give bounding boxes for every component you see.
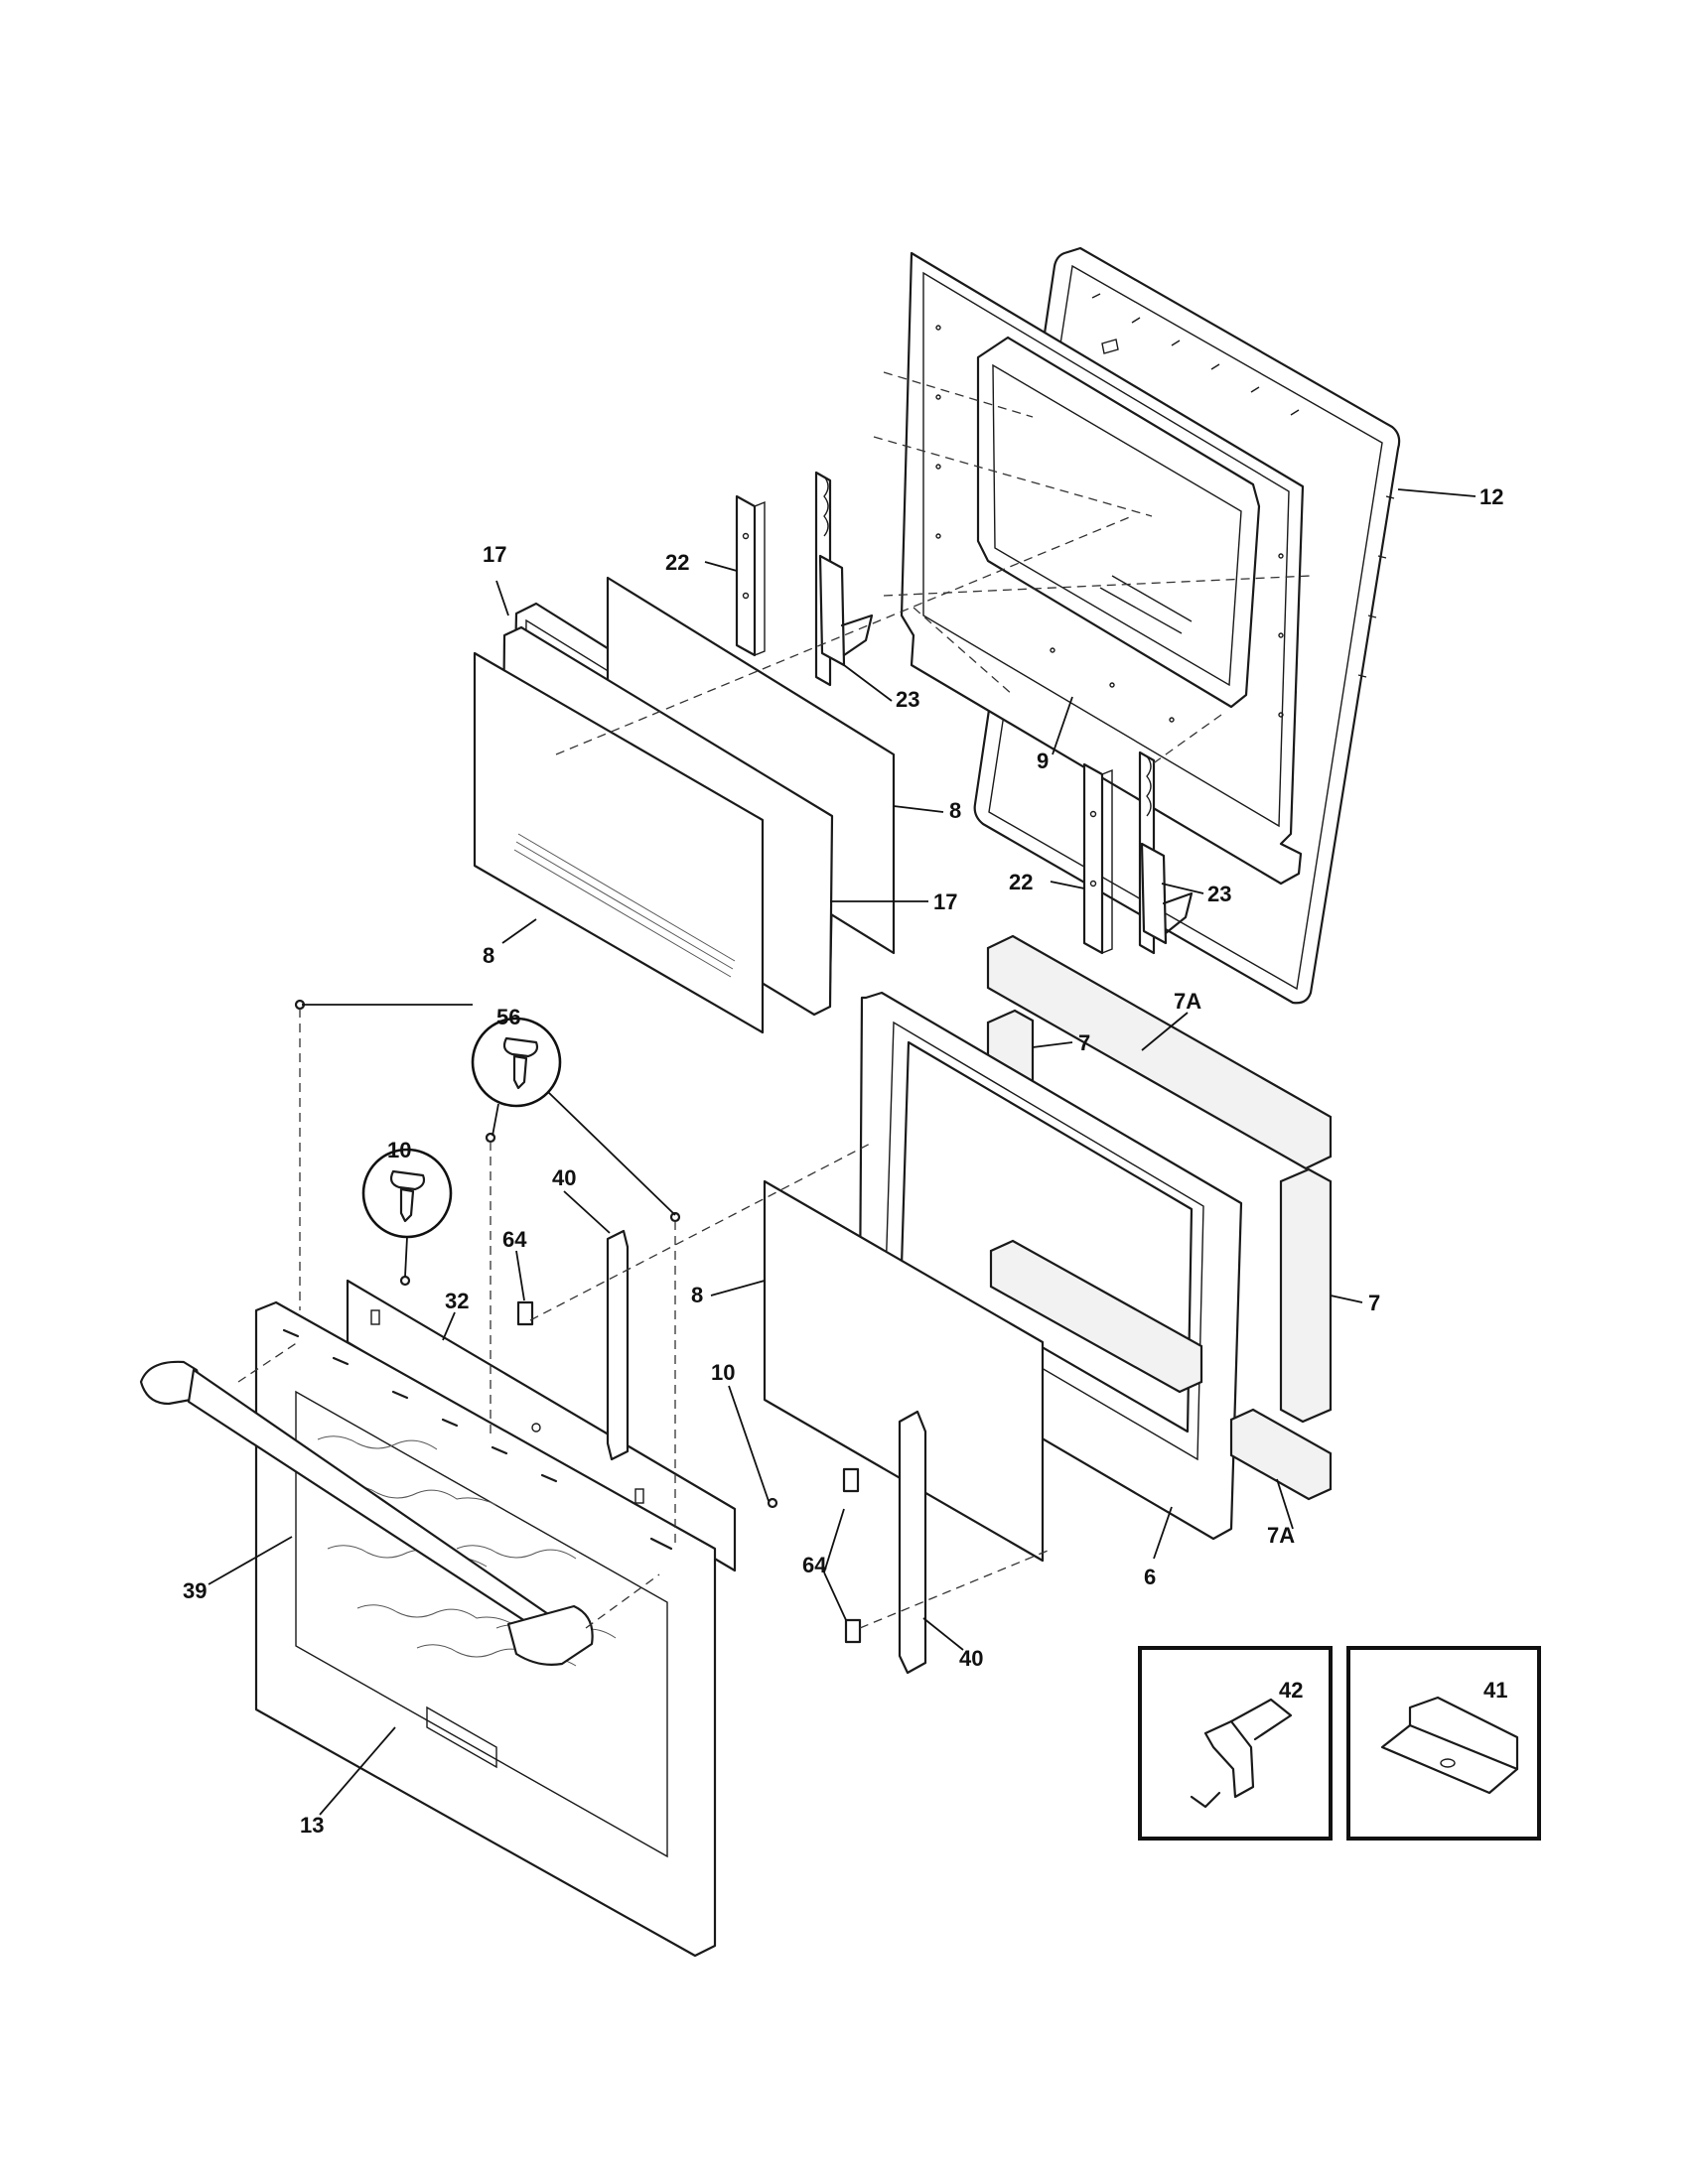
callout-leaders <box>208 488 1477 1816</box>
inner-door-liner <box>900 251 1305 886</box>
callout-39: 39 <box>183 1578 207 1603</box>
insulation-top-7a <box>986 934 1333 1170</box>
callout-9: 9 <box>1037 749 1049 773</box>
insulation-side-right-7 <box>1279 1167 1333 1424</box>
callout-labels: 12 22 17 23 9 8 22 23 17 8 7A 56 7 10 40… <box>183 484 1507 1838</box>
callout-7a-lower: 7A <box>1267 1523 1295 1548</box>
screw-10-markers <box>399 1275 778 1509</box>
callout-23-upper: 23 <box>896 687 919 712</box>
spacer-64-lower <box>842 1467 862 1644</box>
callout-7a-top: 7A <box>1174 989 1201 1014</box>
callout-42: 42 <box>1279 1678 1303 1703</box>
door-handle <box>139 1360 594 1666</box>
bubble-screw-10 <box>361 1148 453 1278</box>
glass-support-40-left <box>606 1229 630 1461</box>
inset-part-42 <box>1138 1646 1333 1841</box>
callout-8-lower: 8 <box>691 1283 703 1307</box>
callout-56: 56 <box>496 1005 520 1029</box>
callout-12: 12 <box>1479 484 1503 509</box>
callout-40-left: 40 <box>552 1165 576 1190</box>
callout-64-lower: 64 <box>802 1553 827 1577</box>
glass-support-40-right <box>898 1410 927 1675</box>
outer-door-panel <box>254 1300 717 1958</box>
callout-7-right: 7 <box>1368 1291 1380 1315</box>
callout-10-bubble: 10 <box>387 1138 411 1162</box>
callout-13: 13 <box>300 1813 324 1838</box>
callout-8-left: 8 <box>483 943 494 968</box>
control-panel-bracket <box>346 1279 737 1572</box>
callout-6: 6 <box>1144 1565 1156 1589</box>
callout-23-lower: 23 <box>1207 882 1231 906</box>
callout-17-upper: 17 <box>483 542 506 567</box>
hinge-receiver-lower <box>1082 762 1113 955</box>
callout-10-lower: 10 <box>711 1360 735 1385</box>
callout-41: 41 <box>1483 1678 1507 1703</box>
callout-40-right: 40 <box>959 1646 983 1671</box>
callout-8-upper: 8 <box>949 798 961 823</box>
insulation-bottom-7a <box>989 1239 1333 1501</box>
bubble-screw-56 <box>302 1004 676 1216</box>
screw-56-markers <box>294 999 681 1223</box>
assembly-lines <box>237 371 1312 1629</box>
callout-32: 32 <box>445 1289 469 1313</box>
oven-glass-lower <box>763 1179 1045 1563</box>
spacer-64-upper <box>516 1300 534 1326</box>
callout-22-lower: 22 <box>1009 870 1033 894</box>
hinge-receiver-upper <box>735 494 766 657</box>
hinge-upper <box>814 471 874 687</box>
callout-22-upper: 22 <box>665 550 689 575</box>
inset-part-41 <box>1346 1646 1541 1841</box>
oven-glass-front <box>473 651 765 1034</box>
hinge-lower <box>1138 751 1194 955</box>
callout-17-lower: 17 <box>933 889 957 914</box>
callout-64-upper: 64 <box>502 1227 527 1252</box>
callout-7-upper: 7 <box>1078 1030 1090 1055</box>
